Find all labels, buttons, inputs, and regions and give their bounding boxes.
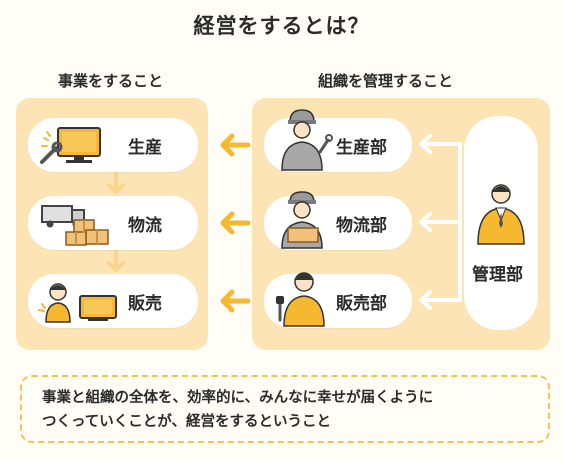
management-card: 管理部 [464, 116, 538, 330]
step-logistics: 物流 [28, 196, 198, 250]
down-arrow-icon [107, 170, 125, 194]
summary-note: 事業と組織の全体を、効率的に、みんなに幸せが届くように つくっていくことが、経営… [20, 375, 550, 443]
step-label: 販売 [128, 294, 162, 314]
step-label: 物流 [128, 216, 162, 236]
factory-worker-icon [281, 109, 333, 171]
dept-label: 物流部 [336, 216, 387, 236]
summary-line-2: つくっていくことが、経営をするということ [42, 414, 331, 430]
manager-icon [477, 184, 525, 245]
summary-line-1: 事業と組織の全体を、効率的に、みんなに幸せが届くように [42, 390, 434, 406]
organization-heading: 組織を管理すること [318, 72, 454, 90]
delivery-truck-boxes-icon [41, 205, 109, 246]
left-arrow-icon [220, 133, 251, 157]
dept-label: 生産部 [336, 138, 387, 158]
management-label: 管理部 [472, 265, 523, 285]
step-sales: 販売 [28, 274, 198, 328]
down-arrow-icon [107, 248, 125, 272]
dept-production: 生産部 [264, 109, 412, 172]
delivery-worker-icon [281, 191, 323, 249]
page-title: 経営をするとは？ [193, 14, 370, 38]
left-arrow-icon [220, 211, 251, 235]
connector-arrows [419, 134, 462, 310]
step-production: 生産 [28, 118, 198, 172]
sales-clerk-tv-icon [38, 283, 117, 323]
tv-with-wrench-icon [40, 127, 101, 164]
sales-staff-icon [276, 272, 325, 327]
step-label: 生産 [128, 138, 162, 158]
dept-label: 販売部 [336, 294, 387, 314]
left-arrow-icon [220, 289, 251, 313]
dept-sales: 販売部 [264, 272, 412, 328]
business-heading: 事業をすること [58, 72, 164, 90]
dept-logistics: 物流部 [264, 191, 412, 250]
